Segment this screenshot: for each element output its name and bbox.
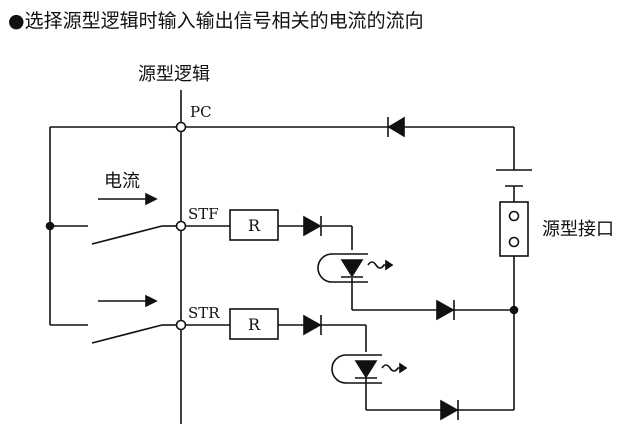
source-interface-label: 源型接口: [542, 219, 614, 240]
source-interface-connector: [499, 201, 529, 257]
str-led-icon: [354, 360, 378, 379]
str-resistor: [229, 308, 279, 340]
str-light-emission-icon: [381, 364, 402, 372]
stf-optocoupler-housing: [317, 253, 368, 283]
current-arrow-1-icon: [145, 192, 158, 206]
str-diode-icon: [303, 314, 322, 336]
pc-label: PC: [190, 103, 212, 121]
right-junction-dot: [509, 305, 519, 315]
connector-pin-top: [508, 210, 520, 222]
stf-output-diode-icon: [436, 299, 455, 321]
str-label: STR: [188, 304, 220, 322]
stf-terminal: [175, 220, 187, 232]
current-arrow-2-icon: [145, 294, 158, 308]
page-title: ●选择源型逻辑时输入输出信号相关的电流的流向: [8, 10, 424, 32]
str-output-diode-icon: [440, 399, 459, 421]
left-junction-dot: [45, 221, 55, 231]
stf-light-arrowhead-icon: [385, 259, 394, 271]
stf-resistor: [229, 209, 279, 241]
stf-light-emission-icon: [367, 261, 388, 269]
str-light-arrowhead-icon: [399, 362, 408, 374]
source-logic-label: 源型逻辑: [138, 64, 210, 85]
stf-led-icon: [340, 259, 364, 278]
str-terminal: [175, 319, 187, 331]
stf-resistor-label: R: [248, 216, 261, 235]
str-resistor-label: R: [248, 315, 261, 334]
current-label: 电流: [104, 171, 140, 192]
stf-switch-blade: [91, 225, 163, 245]
str-optocoupler-housing: [331, 354, 382, 384]
stf-diode-icon: [303, 215, 322, 237]
pc-diode-icon: [387, 116, 405, 138]
str-switch-blade: [91, 324, 163, 344]
connector-pin-bottom: [508, 236, 520, 248]
stf-label: STF: [188, 205, 219, 223]
pc-terminal: [175, 121, 187, 133]
